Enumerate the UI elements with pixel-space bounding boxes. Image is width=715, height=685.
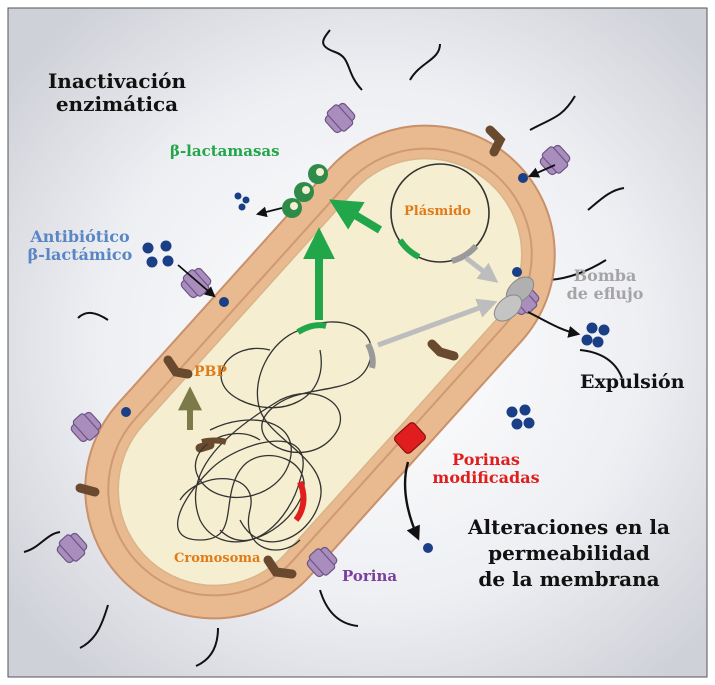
alterations-label: Alteraciones en la permeabilidad de la m…	[462, 514, 676, 592]
modified-porins-label: Porinas modificadas	[432, 451, 540, 488]
chromosome-label: Cromosoma	[174, 552, 260, 567]
enzymatic-line1: Inactivación	[28, 70, 206, 93]
antibiotic-label: Antibiótico β-lactámico	[14, 228, 146, 265]
alterations-line2: permeabilidad	[462, 540, 676, 566]
pbp-label: PBP	[194, 364, 227, 380]
modified-porins-line2: modificadas	[432, 469, 540, 487]
alterations-line1: Alteraciones en la	[462, 514, 676, 540]
efflux-line2: de eflujo	[560, 285, 650, 303]
expulsion-label: Expulsión	[580, 372, 685, 394]
enzymatic-line2: enzimática	[28, 93, 206, 116]
efflux-pump-label: Bomba de eflujo	[560, 267, 650, 304]
antibiotic-line2: β-lactámico	[14, 246, 146, 264]
beta-lactamases-label: β-lactamasas	[170, 143, 280, 160]
modified-porins-line1: Porinas	[432, 451, 540, 469]
porin-label: Porina	[342, 568, 397, 585]
antibiotic-line1: Antibiótico	[14, 228, 146, 246]
enzymatic-title: Inactivación enzimática	[28, 70, 206, 116]
plasmid-label: Plásmido	[404, 205, 471, 220]
alterations-line3: de la membrana	[462, 566, 676, 592]
efflux-line1: Bomba	[560, 267, 650, 285]
